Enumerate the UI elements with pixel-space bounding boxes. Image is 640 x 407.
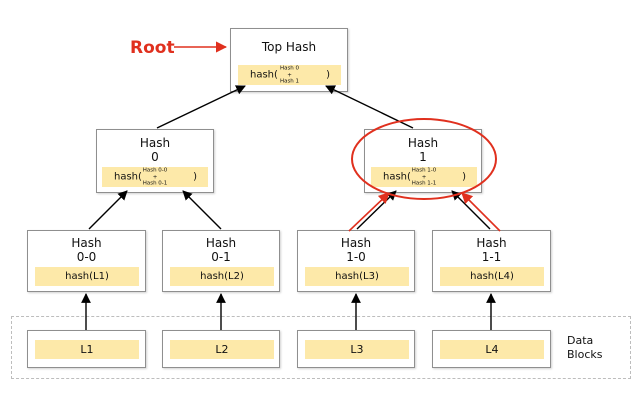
highlight-ellipse <box>351 118 497 200</box>
hash-0-arg2: Hash 0-1 <box>142 180 168 187</box>
data-blocks-label: Data Blocks <box>567 334 607 362</box>
data-block-l2-label: L2 <box>170 340 274 359</box>
top-hash-title: Top Hash <box>261 40 317 54</box>
hash-1-suffix: ) <box>462 171 466 183</box>
top-hash-arg1: Hash 0 <box>279 65 300 72</box>
top-hash-plus: + <box>287 71 292 78</box>
hash-1-1-node: Hash 1-1 hash(L4) <box>432 230 551 292</box>
hash-0-0-node: Hash 0-0 hash(L1) <box>27 230 146 292</box>
data-block-l4: L4 <box>432 330 551 368</box>
hash-0-0-title-line2: 0-0 <box>76 250 97 264</box>
hash-0-arg1: Hash 0-0 <box>142 167 168 174</box>
hash-0-node: Hash 0 hash( Hash 0-0 + Hash 0-1 ) <box>96 129 214 193</box>
hash-1-0-node: Hash 1-0 hash(L3) <box>297 230 415 292</box>
hash-1-prefix: hash( <box>383 171 411 183</box>
arrow-hash01-to-hash0 <box>182 190 222 230</box>
hash-0-formula: hash( Hash 0-0 + Hash 0-1 ) <box>102 167 208 187</box>
hash-0-1-title-line2: 0-1 <box>211 250 231 264</box>
hash-0-1-title-line1: Hash <box>205 236 237 250</box>
data-block-l3: L3 <box>297 330 415 368</box>
data-block-l1: L1 <box>27 330 146 368</box>
hash-1-0-formula: hash(L3) <box>305 267 409 286</box>
top-hash-formula: hash( Hash 0 + Hash 1 ) <box>238 65 341 85</box>
data-blocks-label-line1: Data <box>567 334 594 347</box>
hash-0-args: Hash 0-0 + Hash 0-1 <box>102 167 208 187</box>
hash-1-node: Hash 1 hash( Hash 1-0 + Hash 1-1 ) <box>364 129 482 193</box>
hash-0-0-formula: hash(L1) <box>35 267 139 286</box>
hash-1-plus: + <box>421 173 427 180</box>
data-blocks-label-line2: Blocks <box>567 348 603 361</box>
hash-0-title-line2: 0 <box>151 150 159 164</box>
top-hash-arg2: Hash 1 <box>279 78 300 85</box>
hash-0-1-node: Hash 0-1 hash(L2) <box>162 230 280 292</box>
hash-1-args: Hash 1-0 + Hash 1-1 <box>371 167 477 187</box>
top-hash-args: Hash 0 + Hash 1 <box>238 65 341 85</box>
hash-1-title-line1: Hash <box>407 136 439 150</box>
data-block-l4-label: L4 <box>440 340 544 359</box>
hash-1-arg1: Hash 1-0 <box>411 167 437 174</box>
data-blocks-region <box>11 316 631 379</box>
hash-1-0-title-line1: Hash <box>340 236 372 250</box>
hash-1-title-line2: 1 <box>419 150 427 164</box>
hash-0-1-formula: hash(L2) <box>170 267 274 286</box>
data-block-l2: L2 <box>162 330 280 368</box>
hash-1-0-title-line2: 1-0 <box>346 250 366 264</box>
hash-1-1-title-line1: Hash <box>476 236 507 250</box>
hash-0-suffix: ) <box>193 171 197 183</box>
hash-0-plus: + <box>152 173 158 180</box>
hash-1-formula: hash( Hash 1-0 + Hash 1-1 ) <box>371 167 477 187</box>
data-block-l3-label: L3 <box>305 340 409 359</box>
top-hash-suffix: ) <box>326 69 330 81</box>
hash-1-1-formula: hash(L4) <box>440 267 544 286</box>
hash-0-0-title-line1: Hash <box>71 236 102 250</box>
hash-0-prefix: hash( <box>114 171 142 183</box>
arrow-hash11-to-hash1 <box>451 190 491 230</box>
hash-1-1-title-line2: 1-1 <box>481 250 502 264</box>
red-arrow-hash10-to-hash1 <box>348 192 390 232</box>
arrow-hash10-to-hash1 <box>356 190 397 230</box>
root-label: Root <box>130 38 175 58</box>
hash-0-title-line1: Hash <box>139 136 171 150</box>
data-block-l1-label: L1 <box>35 340 139 359</box>
arrow-hash0-to-top <box>156 85 246 129</box>
hash-1-arg2: Hash 1-1 <box>411 180 437 187</box>
red-arrow-hash11-to-hash1 <box>461 192 501 232</box>
top-hash-prefix: hash( <box>250 69 278 81</box>
arrow-hash00-to-hash0 <box>88 190 128 230</box>
top-hash-node: Top Hash hash( Hash 0 + Hash 1 ) <box>230 28 348 92</box>
